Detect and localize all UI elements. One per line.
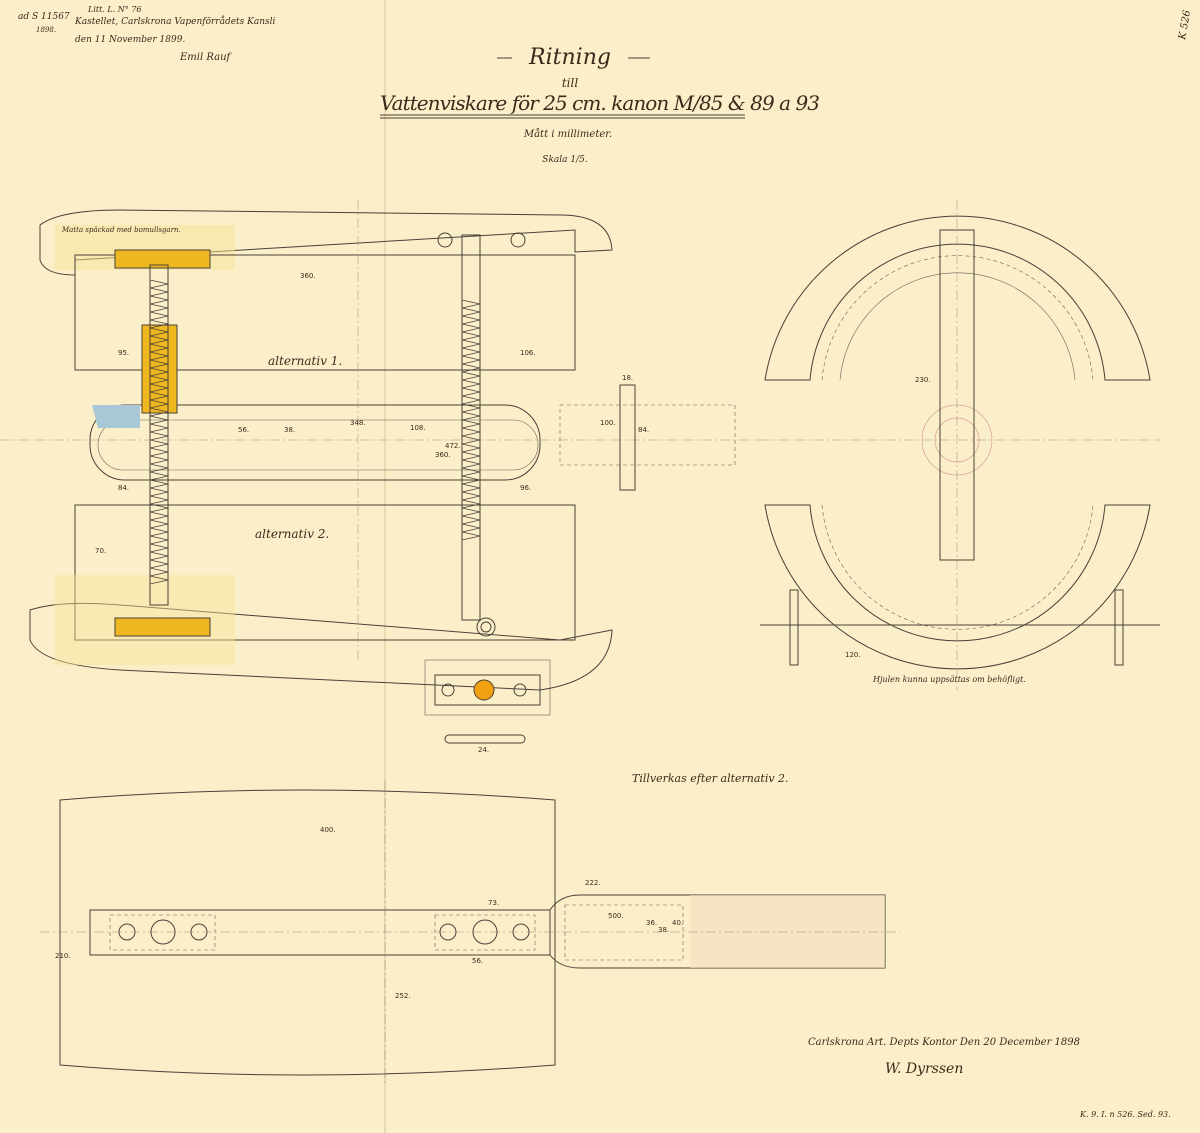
- corner-mark: K 526: [1177, 9, 1193, 42]
- svg-text:95.: 95.: [118, 349, 129, 357]
- archive-ref: K. 9. I. n 526. Sed. 93.: [1079, 1110, 1171, 1119]
- svg-text:84.: 84.: [638, 426, 649, 434]
- footer-signature: W. Dyrssen: [885, 1061, 963, 1077]
- svg-text:360.: 360.: [300, 272, 316, 280]
- svg-text:84.: 84.: [118, 484, 129, 492]
- drawing-subtitle: Vattenviskare för 25 cm. kanon M/85 & 89…: [380, 91, 820, 115]
- drawing-title: Ritning: [528, 45, 611, 70]
- signature: Emil Rauf: [179, 52, 233, 63]
- svg-text:100.: 100.: [600, 419, 616, 427]
- svg-text:348.: 348.: [350, 419, 366, 427]
- label-alternativ-2: alternativ 2.: [255, 527, 329, 541]
- svg-text:24.: 24.: [478, 746, 489, 754]
- place-date: Carlskrona Art. Depts Kontor Den 20 Dece…: [808, 1037, 1080, 1048]
- svg-text:500.: 500.: [608, 912, 624, 920]
- svg-text:Litt. L. N° 76: Litt. L. N° 76: [87, 5, 142, 14]
- svg-text:120.: 120.: [845, 651, 861, 659]
- svg-text:230.: 230.: [915, 376, 931, 384]
- svg-text:den 11 November 1899.: den 11 November 1899.: [75, 35, 185, 45]
- svg-text:252.: 252.: [395, 992, 411, 1000]
- svg-text:36.: 36.: [646, 919, 657, 927]
- svg-text:70.: 70.: [95, 547, 106, 555]
- svg-text:56.: 56.: [238, 426, 249, 434]
- svg-text:18.: 18.: [622, 374, 633, 382]
- footer: Carlskrona Art. Depts Kontor Den 20 Dece…: [808, 1037, 1171, 1119]
- svg-text:Kastellet, Carlskrona Vapenför: Kastellet, Carlskrona Vapenförrådets Kan…: [74, 15, 276, 27]
- svg-text:40.: 40.: [672, 919, 683, 927]
- manufacture-note: Tillverkas efter alternativ 2.: [632, 772, 789, 785]
- wheel-note: Hjulen kunna uppsättas om behöfligt.: [872, 675, 1026, 684]
- svg-text:1898.: 1898.: [36, 26, 56, 34]
- svg-text:108.: 108.: [410, 424, 426, 432]
- archive-note: ad S 11567 1898. Litt. L. N° 76 Kastelle…: [18, 5, 276, 63]
- side-view-alternatives: Matta späckad med bomullsgarn. alternati…: [0, 200, 760, 754]
- svg-text:210.: 210.: [55, 952, 71, 960]
- svg-text:360.: 360.: [435, 451, 451, 459]
- units-note: Mått i millimeter.: [523, 128, 612, 140]
- plan-view: 400. 210. 252. 73. 56. 500. 36. 38. 40. …: [40, 780, 900, 1085]
- svg-text:472.: 472.: [445, 442, 461, 450]
- label-alternativ-1: alternativ 1.: [268, 354, 342, 368]
- title-till: till: [562, 76, 578, 90]
- svg-text:400.: 400.: [320, 826, 336, 834]
- svg-text:222.: 222.: [585, 879, 601, 887]
- svg-text:38.: 38.: [658, 926, 669, 934]
- svg-text:38.: 38.: [284, 426, 295, 434]
- svg-text:ad S 11567: ad S 11567: [18, 12, 70, 22]
- svg-text:73.: 73.: [488, 899, 499, 907]
- end-view: 230. 120. Hjulen kunna uppsättas om behö…: [760, 200, 1160, 690]
- svg-text:56.: 56.: [472, 957, 483, 965]
- svg-text:96.: 96.: [520, 484, 531, 492]
- scale-note: Skala 1/5.: [542, 155, 588, 165]
- mat-note: Matta späckad med bomullsgarn.: [61, 226, 181, 234]
- title-block: Ritning till Vattenviskare för 25 cm. ka…: [380, 45, 820, 165]
- svg-text:106.: 106.: [520, 349, 536, 357]
